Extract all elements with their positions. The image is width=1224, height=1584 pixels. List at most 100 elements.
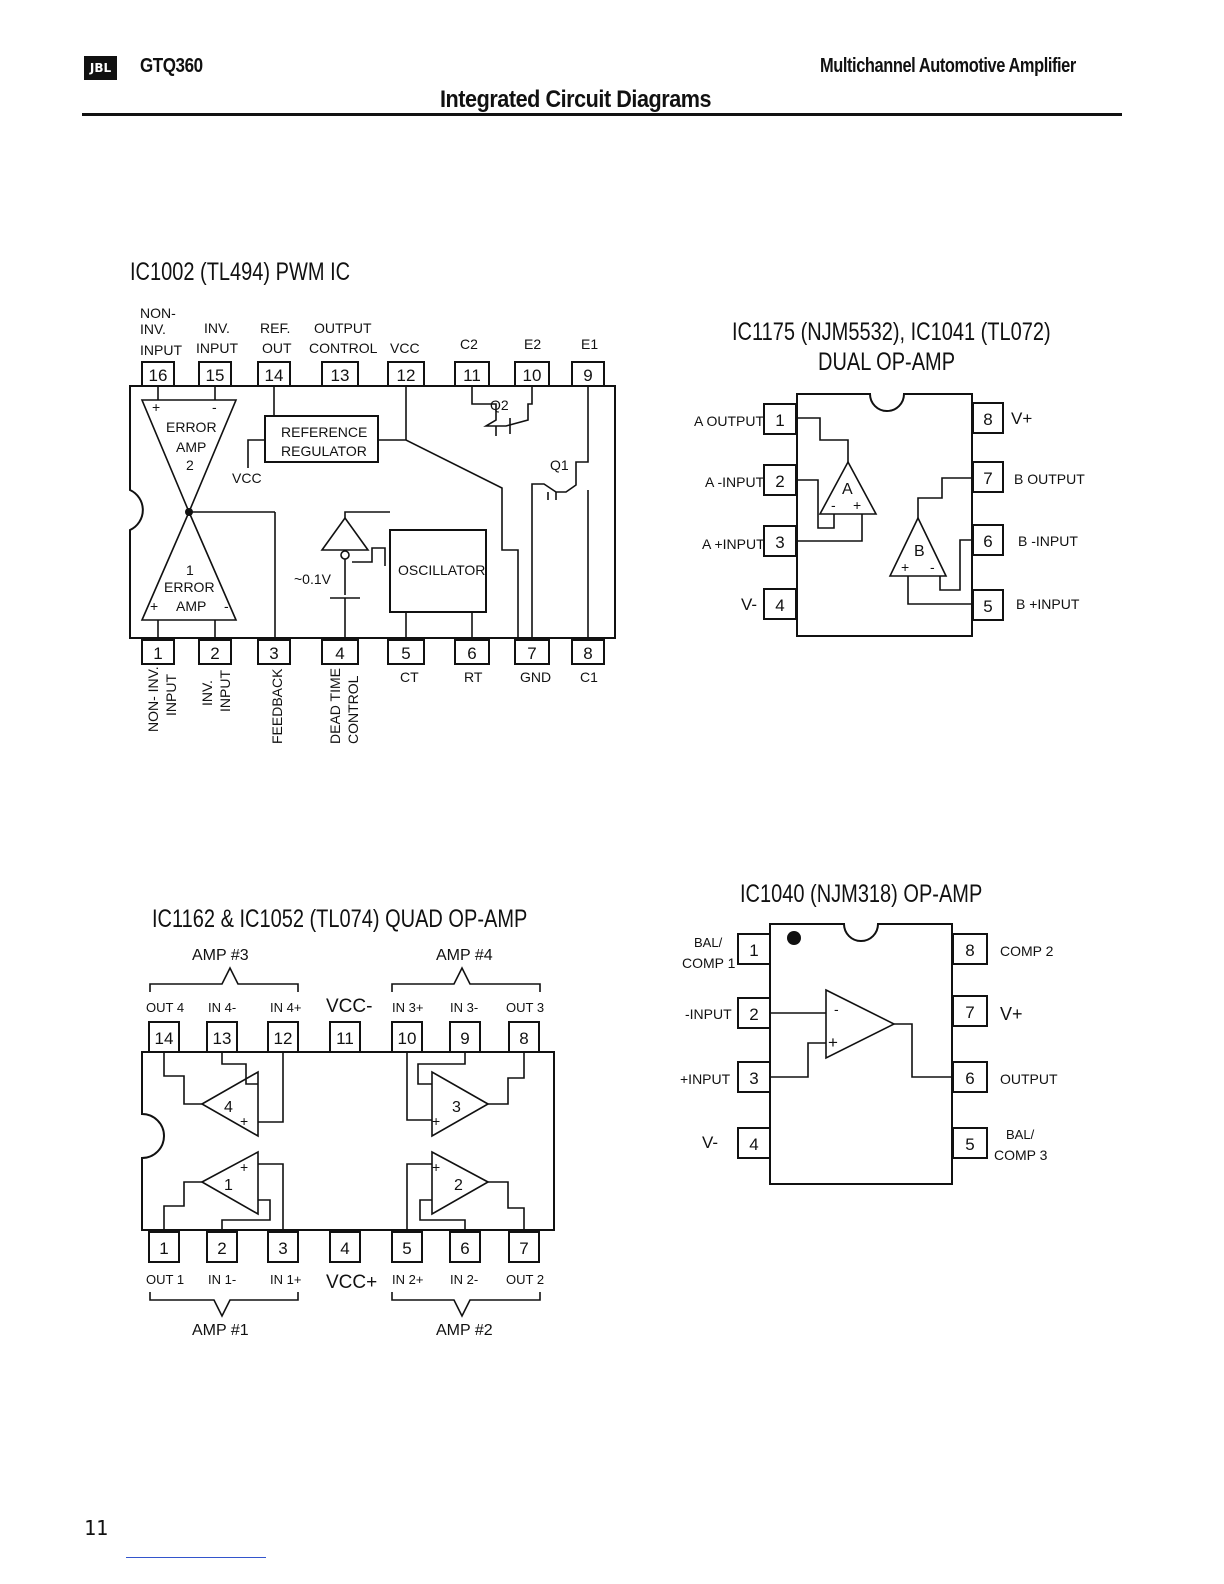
tl494-pin-11: 11 [454, 361, 490, 387]
tl494-label-p16-line3: INPUT [140, 342, 182, 358]
njm318-label-p7: V+ [1000, 1004, 1023, 1024]
quad-label-in3-minus: IN 3- [450, 1000, 478, 1015]
quad-pin-5: 5 [391, 1231, 423, 1263]
dual-amp-a-plus: + [853, 497, 861, 513]
tl494-error-amp-1 [140, 509, 238, 621]
svg-text:6: 6 [467, 644, 476, 663]
svg-text:4: 4 [335, 644, 344, 663]
dual-pin-5: 5 [972, 589, 1004, 621]
quad-amp-4 [200, 1070, 259, 1138]
svg-text:6: 6 [460, 1239, 469, 1258]
tl494-label-p12: VCC [390, 340, 420, 356]
svg-text:14: 14 [265, 366, 284, 385]
quad-amp4-number: 4 [224, 1099, 233, 1116]
tl494-oscillator-label: OSCILLATOR [398, 562, 485, 578]
tl494-refreg-line2: REGULATOR [281, 443, 367, 459]
dual-label-b-plus: B +INPUT [1016, 596, 1080, 612]
quad-amp-3 [431, 1070, 490, 1138]
dual-label-v-plus: V+ [1011, 409, 1032, 428]
tl494-label-p2-line2: INPUT [217, 670, 233, 712]
quad-pin-9: 9 [449, 1021, 481, 1053]
tl494-label-p10: E2 [524, 336, 541, 352]
tl494-pin-13: 13 [321, 361, 359, 387]
tl494-diagram: NON- INV. INPUT INV. INPUT REF. OUT OUTP… [129, 305, 616, 744]
tl494-label-p13-line2: CONTROL [309, 340, 378, 356]
tl494-pin-5: 5 [387, 639, 425, 665]
svg-text:11: 11 [463, 366, 481, 385]
quad-label-out3: OUT 3 [506, 1000, 544, 1015]
svg-text:7: 7 [519, 1239, 528, 1258]
svg-text:13: 13 [213, 1029, 232, 1048]
quad-amp-2 [431, 1150, 490, 1216]
tl494-pin-14: 14 [257, 361, 291, 387]
quad-pin-4: 4 [329, 1231, 361, 1263]
tl494-vcc-internal: VCC [232, 470, 262, 486]
header-rule [82, 113, 1122, 116]
njm318-pin1-marker [787, 931, 801, 945]
njm318-opamp-plus: + [828, 1033, 838, 1052]
njm318-pin-7: 7 [952, 995, 988, 1027]
quad-pin-3: 3 [267, 1231, 299, 1263]
svg-text:3: 3 [269, 644, 278, 663]
dual-amp-b [888, 516, 948, 577]
tl494-label-p11: C2 [460, 336, 478, 352]
quad-amp-1 [200, 1150, 259, 1216]
tl494-label-p1-line1: NON- INV. [145, 666, 161, 732]
njm318-pin-1: 1 [737, 933, 771, 965]
dual-label-a-minus: A -INPUT [705, 474, 765, 490]
dual-opamp-diagram: 1 2 3 4 8 7 6 5 A OUTPUT A -INPUT A +INP… [694, 393, 1085, 637]
njm318-label-p5-line1: BAL/ [1006, 1127, 1035, 1142]
tl494-ea1-plus: + [150, 598, 158, 614]
svg-text:5: 5 [983, 597, 992, 616]
svg-text:16: 16 [149, 366, 168, 385]
quad-amp1-label: AMP #1 [192, 1322, 249, 1339]
svg-text:7: 7 [983, 469, 992, 488]
svg-text:5: 5 [402, 1239, 411, 1258]
quad-pin-10: 10 [391, 1021, 423, 1053]
njm318-label-p5-line2: COMP 3 [994, 1147, 1048, 1163]
svg-text:2: 2 [217, 1239, 226, 1258]
tl494-error-amp-2 [140, 399, 238, 515]
quad-amp1-plus: + [240, 1159, 248, 1175]
quad-amp2-plus: + [432, 1159, 440, 1175]
quad-label-in2-plus: IN 2+ [392, 1272, 423, 1287]
quad-pin-7: 7 [508, 1231, 540, 1263]
njm318-label-p8: COMP 2 [1000, 943, 1054, 959]
njm318-opamp [825, 988, 896, 1060]
quad-amp2-number: 2 [454, 1177, 463, 1194]
dual-amp-b-minus: - [930, 559, 935, 575]
quad-amp3-plus: + [432, 1113, 440, 1129]
quad-pin-6: 6 [449, 1231, 481, 1263]
svg-text:8: 8 [583, 644, 592, 663]
njm318-label-p1-line1: BAL/ [694, 935, 723, 950]
tl494-pin-7: 7 [514, 639, 550, 665]
svg-text:1: 1 [153, 644, 162, 663]
svg-text:9: 9 [460, 1029, 469, 1048]
tl494-ea1-minus: - [224, 598, 229, 614]
tl494-ea1-label-line2: ERROR [164, 579, 215, 595]
quad-amp1-number: 1 [224, 1177, 233, 1194]
svg-text:5: 5 [401, 644, 410, 663]
page-title: Integrated Circuit Diagrams [440, 86, 712, 113]
tl494-label-p8: C1 [580, 669, 598, 685]
njm318-pin-8: 8 [952, 933, 988, 965]
quad-label-in3-plus: IN 3+ [392, 1000, 423, 1015]
tl494-reference-regulator [264, 415, 379, 463]
svg-text:14: 14 [155, 1029, 174, 1048]
dual-amp-a-minus: - [831, 497, 836, 513]
njm318-pin-6: 6 [952, 1061, 988, 1093]
svg-text:1: 1 [159, 1239, 168, 1258]
dual-pin-3: 3 [763, 525, 797, 557]
quad-amp3-label: AMP #3 [192, 947, 249, 964]
quad-package-body [141, 1051, 555, 1231]
svg-text:5: 5 [965, 1135, 974, 1154]
quad-opamp-title: IC1162 & IC1052 (TL074) QUAD OP-AMP [152, 905, 528, 933]
tl494-ea2-minus: - [212, 399, 217, 415]
njm318-label-p3: +INPUT [680, 1071, 731, 1087]
tl494-deadtime-comparator [320, 516, 370, 551]
njm318-title: IC1040 (NJM318) OP-AMP [740, 880, 983, 908]
svg-text:10: 10 [398, 1029, 417, 1048]
njm318-package-body [769, 923, 953, 1185]
quad-label-vcc-minus: VCC- [326, 996, 372, 1017]
